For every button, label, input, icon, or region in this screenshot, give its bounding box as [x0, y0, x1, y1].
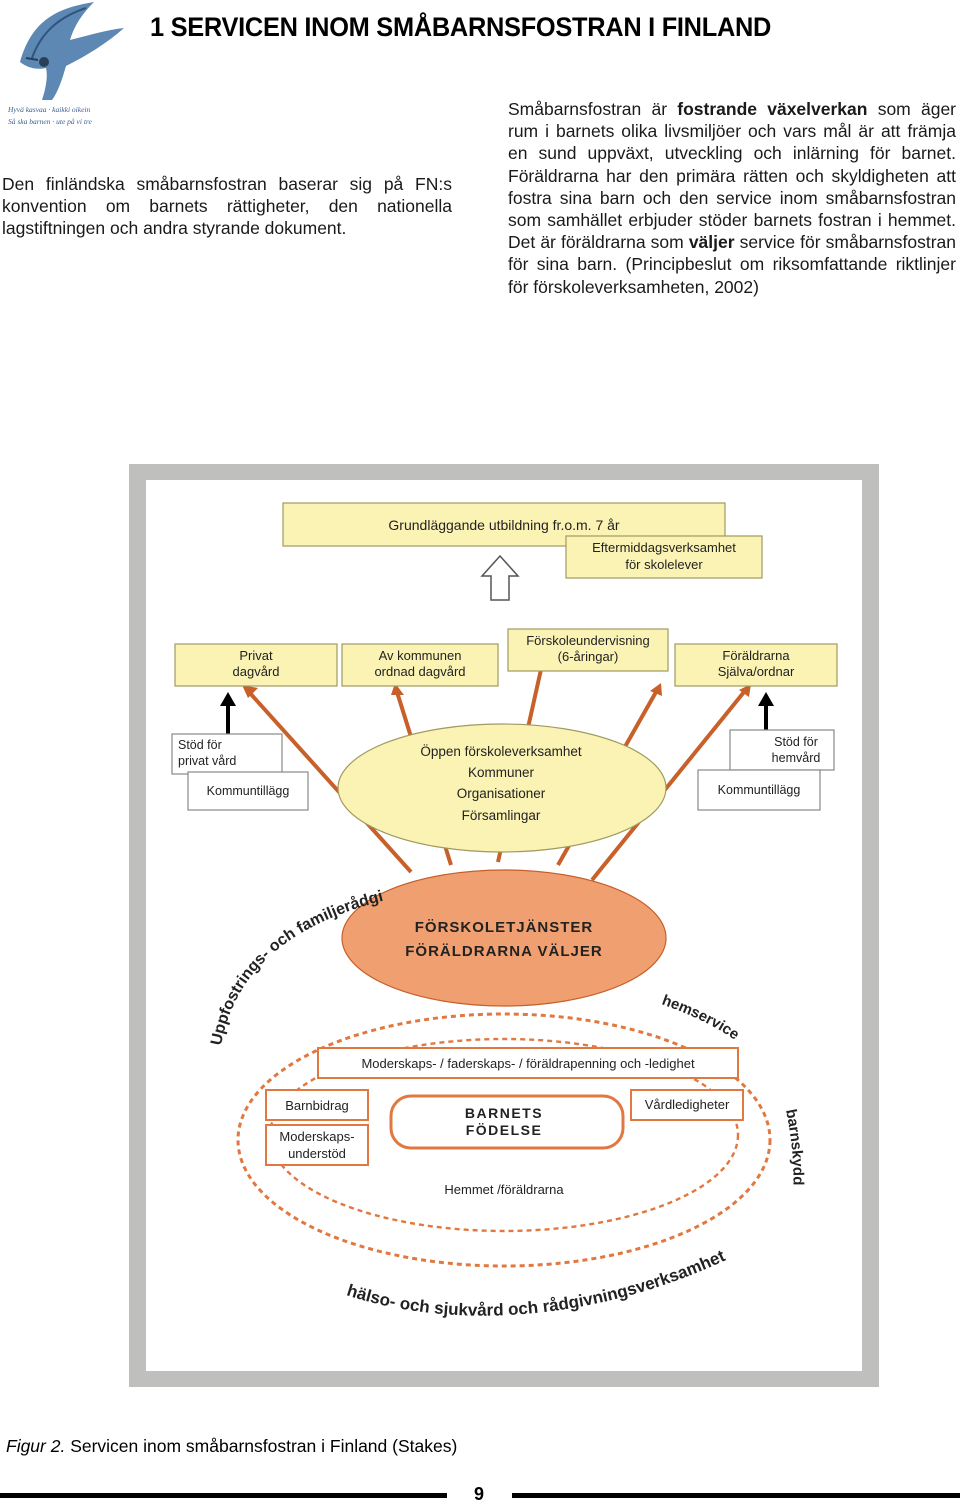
- open-preschool-label: Öppen förskoleverksamhet: [420, 744, 582, 759]
- parental-leave-label: Moderskaps- / faderskaps- / föräldrapenn…: [361, 1056, 695, 1071]
- afternoon-activity-box: [565, 535, 763, 579]
- maternity-grant-label-2: understöd: [288, 1146, 346, 1161]
- body-text-3: service för småbarnsfostran för sina bar…: [508, 232, 957, 297]
- care-leave-box: [630, 1089, 744, 1121]
- private-care-support-label-2: privat vård: [178, 754, 236, 768]
- child-protection-arc-path: barnskydd: [782, 1108, 806, 1186]
- body-text-2: som äger rum i barnets olika livsmiljöer…: [508, 99, 957, 253]
- home-service-arc: hemservice: [660, 992, 743, 1044]
- child-benefit-box: [265, 1089, 369, 1121]
- health-care-arc-path: hälso- och sjukvård och rådgivningsverks…: [345, 1246, 729, 1320]
- home-service-arc-path: hemservice: [660, 992, 743, 1044]
- page-number: 9: [473, 1484, 484, 1504]
- parents-choose-label: FÖRÄLDRARNA VÄLJER: [405, 943, 602, 960]
- preschool-services-ellipse: [341, 869, 667, 1007]
- body-text-1: Småbarnsfostran är: [508, 99, 678, 119]
- home-care-support-label-2: hemvård: [772, 751, 821, 765]
- preschool-label-1: Förskoleundervisning: [526, 633, 650, 648]
- private-daycare-box: [174, 643, 338, 687]
- birth-label-1: BARNETS: [465, 1105, 543, 1121]
- body-bold-1: fostrande växelverkan: [677, 99, 868, 119]
- organisations-label: Organisationer: [457, 786, 546, 801]
- private-care-support-label-1: Stöd för: [178, 738, 222, 752]
- birth-label-2: FÖDELSE: [466, 1122, 543, 1138]
- sidenote: Den finländska småbarnsfostran baserar s…: [2, 174, 452, 238]
- afternoon-activity-label-2: för skolelever: [625, 557, 703, 572]
- child-protection-arc: barnskydd: [782, 1108, 806, 1186]
- parents-label-2: Själva/ordnar: [718, 664, 795, 679]
- services-diagram: Grundläggande utbildning fr.o.m. 7 år Ef…: [146, 480, 838, 1320]
- municipal-supplement-left-label: Kommuntillägg: [207, 784, 290, 798]
- private-care-support-box: [171, 733, 283, 775]
- footer-rule-left: [0, 1493, 447, 1498]
- parishes-label: Församlingar: [462, 808, 541, 823]
- municipal-supplement-left-box: [187, 771, 309, 811]
- body-bold-2: väljer: [688, 232, 735, 253]
- bird-logo-icon: Hyvä kasvaa · kaikki oikein Så ska barne…: [2, 0, 130, 130]
- maternity-grant-box: [265, 1124, 369, 1166]
- municipal-daycare-box: [341, 643, 499, 687]
- figure-number: Figur 2.: [6, 1436, 66, 1456]
- up-arrow-icon: [480, 554, 520, 601]
- municipal-daycare-label-1: Av kommunen: [379, 648, 462, 663]
- municipal-daycare-label-2: ordnad dagvård: [374, 664, 465, 679]
- figure-caption: Figur 2. Servicen inom småbarnsfostran i…: [6, 1436, 457, 1457]
- footer-rule-right: [512, 1493, 960, 1498]
- preschool-box: [507, 628, 669, 672]
- parents-box: [674, 643, 838, 687]
- child-benefit-label: Barnbidrag: [285, 1098, 349, 1113]
- home-parents-label: Hemmet /föräldrarna: [444, 1182, 564, 1197]
- svg-text:Så ska barnen · ute på vi tre: Så ska barnen · ute på vi tre: [8, 117, 93, 126]
- body-paragraph: Småbarnsfostran är fostrande växelverkan…: [508, 98, 956, 298]
- municipal-supplement-right-label: Kommuntillägg: [718, 783, 801, 797]
- maternity-grant-label-1: Moderskaps-: [279, 1129, 354, 1144]
- open-preschool-ellipse: [337, 723, 667, 853]
- municipalities-label: Kommuner: [468, 765, 535, 780]
- preschool-services-label: FÖRSKOLETJÄNSTER: [415, 919, 594, 936]
- outer-dashed-ring: [236, 1012, 772, 1268]
- svg-text:Hyvä kasvaa · kaikki oikein: Hyvä kasvaa · kaikki oikein: [7, 105, 91, 114]
- home-care-support-label-1: Stöd för: [774, 735, 818, 749]
- page-title: 1 SERVICEN INOM SMÅBARNSFOSTRAN I FINLAN…: [150, 12, 772, 42]
- care-leave-label: Vårdledigheter: [645, 1097, 730, 1112]
- municipal-supplement-right-box: [697, 769, 821, 811]
- birth-box: [389, 1094, 625, 1150]
- private-daycare-label-1: Privat: [239, 648, 273, 663]
- private-daycare-label-2: dagvård: [233, 664, 280, 679]
- basic-education-label: Grundläggande utbildning fr.o.m. 7 år: [388, 517, 619, 533]
- figure-caption-text: Servicen inom småbarnsfostran i Finland …: [65, 1436, 458, 1456]
- support-arrows: [220, 692, 774, 734]
- parents-label-1: Föräldrarna: [722, 648, 790, 663]
- preschool-label-2: (6-åringar): [558, 649, 619, 664]
- health-care-arc: hälso- och sjukvård och rådgivningsverks…: [345, 1246, 729, 1320]
- afternoon-activity-label-1: Eftermiddagsverksamhet: [592, 540, 736, 555]
- parental-leave-box: [317, 1047, 739, 1079]
